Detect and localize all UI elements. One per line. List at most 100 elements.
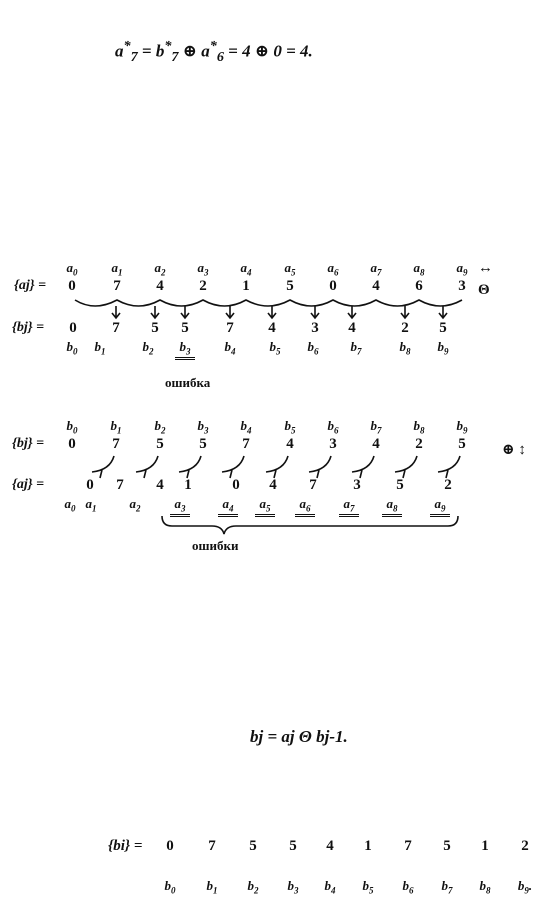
d2-a-label-0: a0 <box>64 496 76 514</box>
d2-aj-value-2: 4 <box>156 477 164 493</box>
bottom-value-8: 1 <box>481 838 489 854</box>
d2-bj-value-3: 5 <box>199 436 207 452</box>
d1-aj-value-1: 7 <box>113 278 121 294</box>
d2-arrow-6 <box>308 455 332 479</box>
d1-aj-label: {aj} = <box>14 278 47 293</box>
d1-bj-value-6: 3 <box>311 320 319 336</box>
d2-bj-value-4: 7 <box>242 436 250 452</box>
d2-a-label-6: a6 <box>295 496 315 517</box>
d1-bj-value-9: 5 <box>439 320 447 336</box>
d2-bj-value-0: 0 <box>68 436 76 452</box>
d2-bj-label: {bj} = <box>12 436 45 451</box>
d1-arrow-4 <box>225 306 235 320</box>
d2-b-label-4: b4 <box>240 418 252 436</box>
d1-a-label-1: a1 <box>111 260 123 278</box>
d1-arrow-8 <box>400 306 410 320</box>
d1-b-label-6: b6 <box>307 339 319 357</box>
bottom-b-label-2: b2 <box>247 878 259 896</box>
d1-a-label-8: a8 <box>413 260 425 278</box>
d2-b-label-0: b0 <box>66 418 78 436</box>
bottom-b-label-3: b3 <box>287 878 299 896</box>
d1-a-label-6: a6 <box>327 260 339 278</box>
d2-aj-value-4: 0 <box>232 477 240 493</box>
d1-aj-value-9: 3 <box>458 278 466 294</box>
d1-arrow-7 <box>347 306 357 320</box>
d2-b-label-7: b7 <box>370 418 382 436</box>
d1-aj-value-2: 4 <box>156 278 164 294</box>
d2-b-label-6: b6 <box>327 418 339 436</box>
bottom-value-2: 5 <box>249 838 257 854</box>
d2-bj-value-5: 4 <box>286 436 294 452</box>
bottom-value-5: 1 <box>364 838 372 854</box>
d1-b-label-3: b3 <box>175 339 195 360</box>
formula-sub: 7 <box>130 49 138 66</box>
d2-aj-value-7: 3 <box>353 477 361 493</box>
bottom-value-9: 2 <box>521 838 529 854</box>
d1-swap-symbol: ↔ <box>478 260 493 276</box>
d2-arrow-5 <box>265 455 289 479</box>
d1-bj-value-0: 0 <box>69 320 77 336</box>
d1-bj-value-1: 7 <box>112 320 120 336</box>
d2-bj-value-2: 5 <box>156 436 164 452</box>
d1-b-label-4: b4 <box>224 339 236 357</box>
bottom-b-label-8: b8 <box>479 878 491 896</box>
d1-a-label-0: a0 <box>66 260 78 278</box>
d2-op-symbol: ⊕ ↕ <box>502 442 526 458</box>
bottom-value-0: 0 <box>166 838 174 854</box>
bottom-b-label-6: b6 <box>402 878 414 896</box>
d2-arrow-8 <box>394 455 418 479</box>
d2-bj-value-8: 2 <box>415 436 423 452</box>
d1-b-label-5: b5 <box>269 339 281 357</box>
d1-arrow-2 <box>150 306 160 320</box>
d1-aj-value-0: 0 <box>68 278 76 294</box>
d2-aj-label: {aj} = <box>12 477 45 492</box>
d1-a-label-3: a3 <box>197 260 209 278</box>
d2-brace <box>161 515 459 535</box>
d1-b-label-8: b8 <box>399 339 411 357</box>
d2-b-label-8: b8 <box>413 418 425 436</box>
d2-aj-value-3: 1 <box>184 477 192 493</box>
d2-a-label-8: a8 <box>382 496 402 517</box>
d2-aj-value-1: 7 <box>116 477 124 493</box>
d1-arrow-3 <box>180 306 190 320</box>
formula-rhs: = 4 ⊕ 0 = 4. <box>228 41 313 61</box>
d1-a-label-5: a5 <box>284 260 296 278</box>
d1-aj-value-5: 5 <box>286 278 294 294</box>
d2-arrow-7 <box>351 455 375 479</box>
d1-bj-value-2: 5 <box>151 320 159 336</box>
formula-sub: 6 <box>216 49 224 66</box>
d1-a-label-4: a4 <box>240 260 252 278</box>
bottom-label: {bi} = <box>108 838 143 854</box>
bottom-value-1: 7 <box>208 838 216 854</box>
d2-a-label-9: a9 <box>430 496 450 517</box>
bottom-value-7: 5 <box>443 838 451 854</box>
d1-b-label-9: b9 <box>437 339 449 357</box>
d1-error-label: ошибка <box>165 375 211 390</box>
bottom-value-6: 7 <box>404 838 412 854</box>
d1-aj-value-4: 1 <box>242 278 250 294</box>
d2-a-label-7: a7 <box>339 496 359 517</box>
d2-a-label-1: a1 <box>85 496 97 514</box>
d1-bj-value-4: 7 <box>226 320 234 336</box>
d2-bj-value-7: 4 <box>372 436 380 452</box>
bottom-b-label-9: b9. <box>517 878 533 896</box>
formula-sub: 7 <box>171 49 179 66</box>
d1-arrow-6 <box>310 306 320 320</box>
d1-arrow-5 <box>267 306 277 320</box>
d1-op-symbol: Θ <box>478 282 490 298</box>
bottom-b-label-1: b1 <box>206 878 218 896</box>
d2-b-label-1: b1 <box>110 418 122 436</box>
d2-arrow-3 <box>178 455 202 479</box>
d2-aj-value-9: 2 <box>444 477 452 493</box>
formula-top: a*7 = b*7 ⊕ a*6 = 4 ⊕ 0 = 4. <box>115 38 313 66</box>
